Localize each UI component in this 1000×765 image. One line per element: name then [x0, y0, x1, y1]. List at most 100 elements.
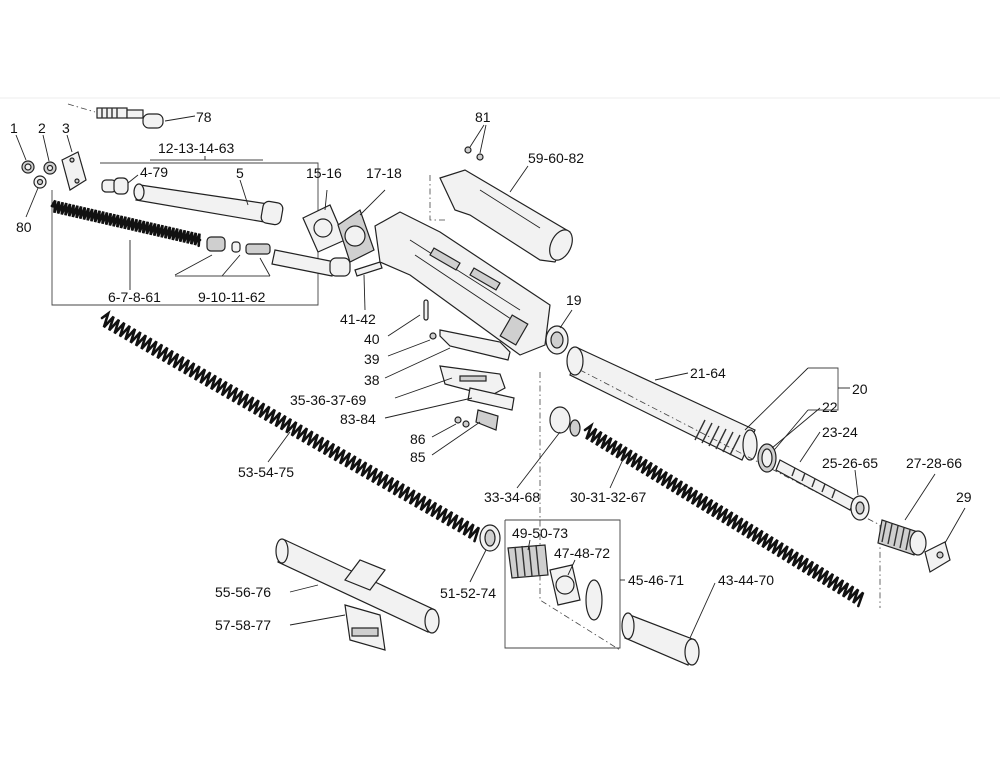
part-22-ring — [757, 443, 777, 473]
label-85: 85 — [410, 449, 426, 465]
part-51-52-74-cap — [479, 524, 501, 552]
part-40-pin — [423, 299, 429, 321]
label-47-48-72: 47-48-72 — [554, 545, 610, 561]
axis-right — [579, 369, 881, 608]
leader-81a — [469, 124, 485, 148]
part-17-18-ring — [337, 209, 375, 263]
part-49-50-73-nut — [507, 544, 549, 579]
label-80: 80 — [16, 219, 32, 235]
leader-80 — [25, 187, 39, 218]
label-33-34-68: 33-34-68 — [484, 489, 540, 505]
leader-1 — [15, 134, 27, 161]
part-47-48-72-ring — [549, 564, 581, 606]
part-3-plate — [61, 151, 87, 191]
leader-43-44-70 — [689, 582, 716, 639]
leader-35-36-37-69 — [394, 377, 453, 399]
leader-2 — [42, 134, 50, 162]
leader-81b — [479, 124, 487, 154]
label-81: 81 — [475, 109, 491, 125]
leader-4-79 — [127, 174, 139, 184]
leader-19 — [559, 309, 573, 329]
leader-47-48-72 — [567, 559, 576, 576]
part-25-26-65-cap — [850, 495, 870, 521]
label-51-52-74: 51-52-74 — [440, 585, 496, 601]
leader-86 — [431, 423, 457, 438]
part-45-46-71-snap-ring — [585, 579, 603, 621]
label-41-42: 41-42 — [340, 311, 376, 327]
part-receiver-body — [374, 211, 551, 356]
label-40: 40 — [364, 331, 380, 347]
leader-55-56-76 — [289, 584, 319, 593]
leader-15-16 — [324, 189, 328, 211]
label-83-84: 83-84 — [340, 411, 376, 427]
leader-29 — [944, 507, 966, 544]
leader-78 — [164, 115, 196, 122]
part-43-44-70-tube — [621, 612, 700, 666]
leader-23-24 — [799, 431, 821, 463]
label-1: 1 — [10, 120, 18, 136]
label-23-24: 23-24 — [822, 424, 858, 440]
part-80-washer — [33, 175, 47, 189]
leader-53-54-75 — [267, 431, 291, 463]
leader-59-60-82 — [509, 165, 529, 193]
label-59-60-82: 59-60-82 — [528, 150, 584, 166]
label-27-28-66: 27-28-66 — [906, 455, 962, 471]
label-15-16: 15-16 — [306, 165, 342, 181]
part-30-31-32-67-spring — [583, 422, 865, 608]
part-39-small — [429, 332, 437, 340]
leader-3 — [66, 134, 73, 153]
label-43-44-70: 43-44-70 — [718, 572, 774, 588]
part-23-24-rod — [775, 459, 856, 511]
assembly-box-45-46-71 — [504, 519, 621, 649]
part-1-screw — [21, 160, 35, 174]
part-29-swivel — [924, 541, 951, 573]
leader-20a — [744, 367, 809, 431]
part-53-54-75-spring — [100, 310, 481, 543]
part-38-slide — [439, 329, 511, 361]
label-17-18: 17-18 — [366, 165, 402, 181]
label-4-79: 4-79 — [140, 164, 168, 180]
part-81-screws — [464, 146, 484, 161]
part-27-28-66-knurled-cap — [877, 519, 927, 556]
label-30-31-32-67: 30-31-32-67 — [570, 489, 646, 505]
label-19: 19 — [566, 292, 582, 308]
leader-38 — [384, 347, 451, 379]
leader-57-58-77 — [289, 614, 346, 626]
label-35-36-37-69: 35-36-37-69 — [290, 392, 366, 408]
part-55-56-76-tube — [275, 538, 440, 634]
label-22: 22 — [822, 399, 838, 415]
part-2-nut — [43, 161, 57, 175]
label-29: 29 — [956, 489, 972, 505]
leader-49-50-73 — [527, 539, 531, 551]
part-59-60-82-rail — [439, 169, 573, 263]
label-9-10-11-62: 9-10-11-62 — [198, 289, 266, 305]
label-21-64: 21-64 — [690, 365, 726, 381]
part-86-screws — [454, 416, 470, 428]
part-85-button — [475, 409, 499, 431]
spring-a-coil — [50, 199, 201, 248]
leader-17-18 — [359, 189, 386, 216]
leader-85 — [431, 421, 481, 456]
leader-51-52-74 — [469, 549, 487, 583]
label-86: 86 — [410, 431, 426, 447]
leader-21-64 — [654, 372, 689, 381]
axis-78 — [67, 103, 96, 113]
leader-40 — [387, 314, 421, 337]
part-41-42-pin — [354, 261, 383, 277]
leader-9-10-11-62 — [174, 254, 271, 277]
label-39: 39 — [364, 351, 380, 367]
label-53-54-75: 53-54-75 — [238, 464, 294, 480]
leader-83-84 — [384, 397, 473, 419]
label-20: 20 — [852, 381, 868, 397]
part-5-tube — [133, 183, 284, 226]
label-12-13-14-63: 12-13-14-63 — [158, 140, 234, 156]
label-5: 5 — [236, 165, 244, 181]
leader-39 — [387, 339, 431, 357]
label-55-56-76: 55-56-76 — [215, 584, 271, 600]
leader-22 — [771, 407, 821, 449]
leader-41-42 — [363, 274, 366, 311]
label-25-26-65: 25-26-65 — [822, 455, 878, 471]
bracket-20 — [808, 367, 839, 411]
